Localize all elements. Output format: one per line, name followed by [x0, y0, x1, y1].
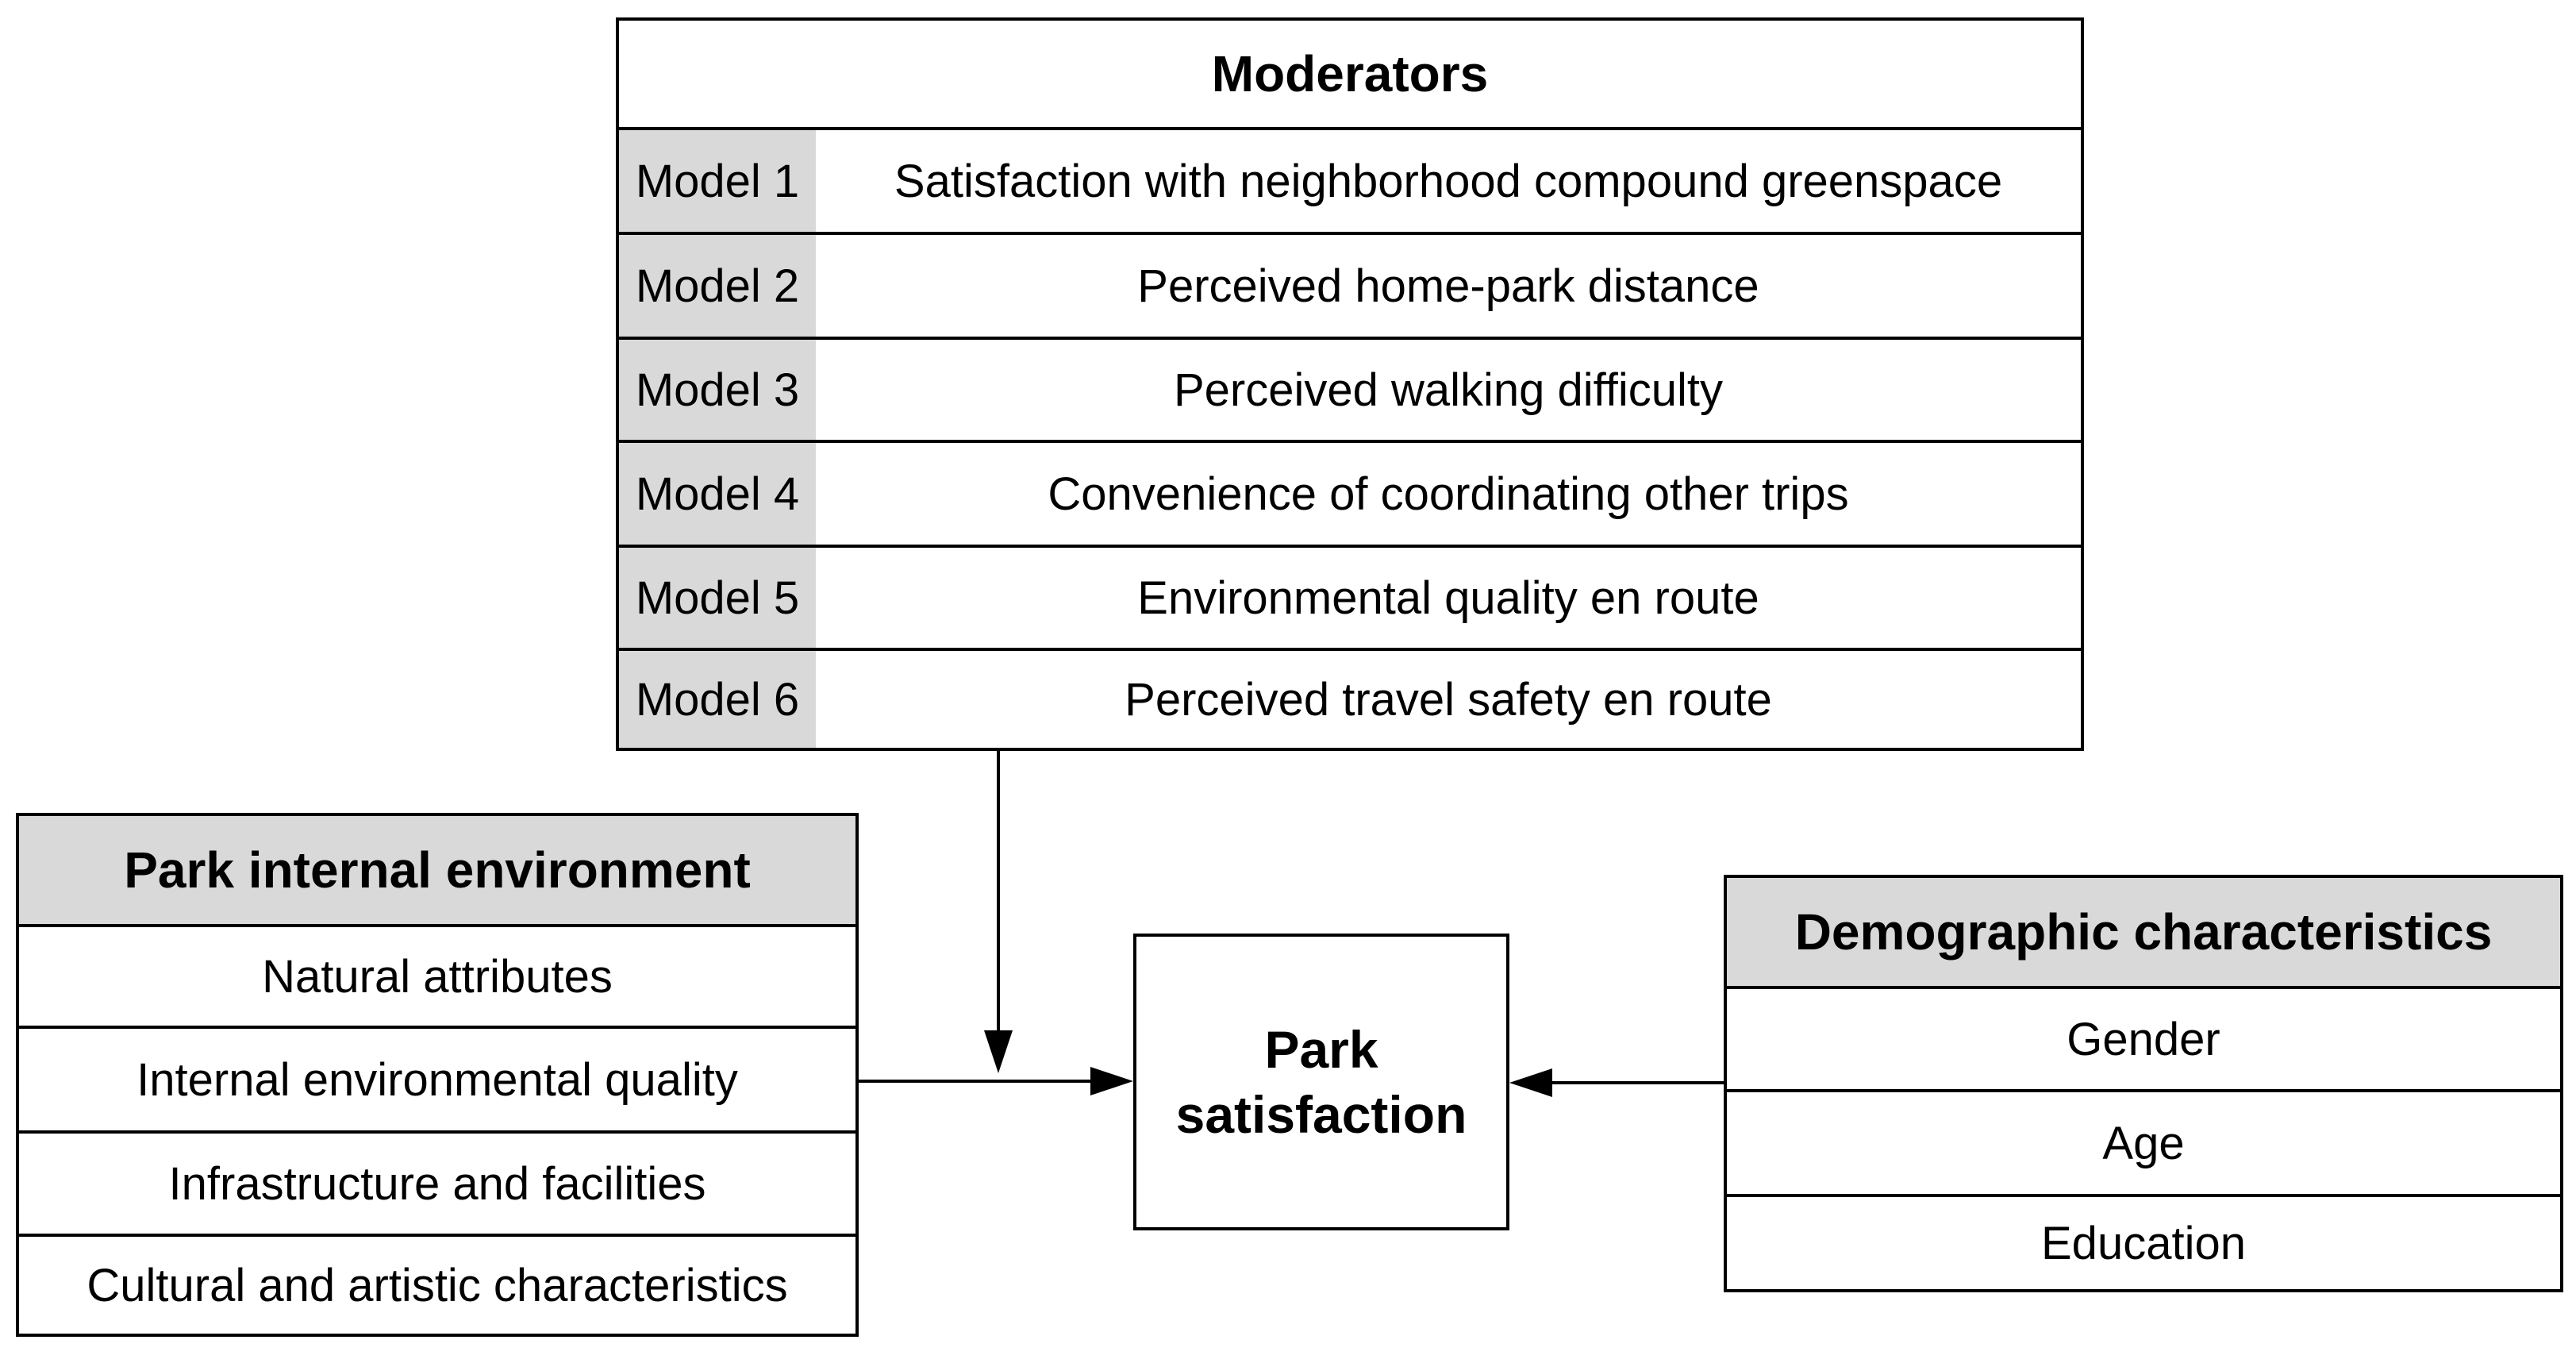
model-label: Model 3: [619, 340, 816, 440]
moderator-text: Environmental quality en route: [1137, 572, 1759, 624]
model-label: Model 4: [619, 443, 816, 545]
moderator-text: Convenience of coordinating other trips: [1048, 468, 1849, 520]
moderator-text: Perceived travel safety en route: [1125, 673, 1772, 726]
park-internal-arrowhead: [1090, 1067, 1133, 1095]
moderator-row: Model 5 Environmental quality en route: [619, 545, 2081, 648]
list-item: Age: [1727, 1089, 2560, 1194]
moderator-row: Model 1 Satisfaction with neighborhood c…: [619, 127, 2081, 232]
moderator-text: Perceived walking difficulty: [1173, 364, 1724, 416]
moderator-row: Model 4 Convenience of coordinating othe…: [619, 440, 2081, 545]
moderators-title: Moderators: [619, 21, 2081, 127]
park-satisfaction-line2: satisfaction: [1175, 1085, 1467, 1144]
moderator-text: Satisfaction with neighborhood compound …: [894, 155, 2003, 207]
park-internal-box: Park internal environment Natural attrib…: [16, 813, 859, 1337]
list-item: Education: [1727, 1194, 2560, 1289]
park-satisfaction-box: Park satisfaction: [1133, 934, 1509, 1230]
demographic-box: Demographic characteristics Gender Age E…: [1724, 875, 2563, 1292]
list-item: Natural attributes: [19, 924, 855, 1026]
moderator-arrowhead: [984, 1030, 1013, 1073]
park-satisfaction-line1: Park: [1264, 1019, 1378, 1079]
model-label: Model 6: [619, 651, 816, 748]
model-label: Model 1: [619, 130, 816, 232]
moderator-row: Model 3 Perceived walking difficulty: [619, 337, 2081, 440]
list-item: Infrastructure and facilities: [19, 1130, 855, 1234]
moderator-row: Model 6 Perceived travel safety en route: [619, 648, 2081, 748]
moderator-text: Perceived home-park distance: [1137, 260, 1759, 312]
demographic-arrowhead: [1509, 1068, 1552, 1097]
park-satisfaction-label: Park satisfaction: [1176, 1017, 1467, 1148]
park-internal-title: Park internal environment: [19, 816, 855, 924]
model-label: Model 2: [619, 235, 816, 337]
list-item: Gender: [1727, 986, 2560, 1089]
model-label: Model 5: [619, 548, 816, 648]
moderator-row: Model 2 Perceived home-park distance: [619, 232, 2081, 337]
demographic-title: Demographic characteristics: [1727, 878, 2560, 986]
moderators-box: Moderators Model 1 Satisfaction with nei…: [616, 17, 2084, 751]
list-item: Internal environmental quality: [19, 1026, 855, 1130]
list-item: Cultural and artistic characteristics: [19, 1234, 855, 1334]
